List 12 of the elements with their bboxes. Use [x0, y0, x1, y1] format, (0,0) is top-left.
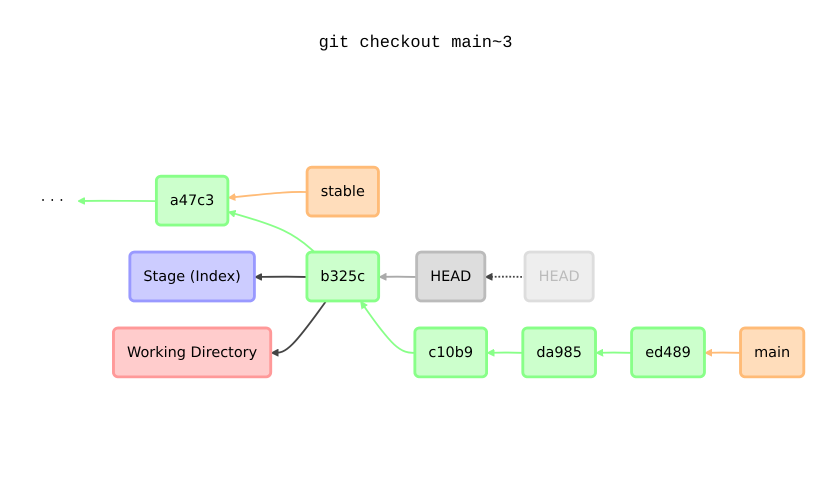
arrow [486, 349, 524, 358]
node-text: · · · [40, 192, 64, 210]
diagram-title: git checkout main~3 [318, 34, 512, 53]
arrow [270, 301, 327, 358]
arrow [596, 349, 632, 358]
arrow [228, 210, 316, 254]
arrow [254, 273, 308, 282]
arrow [77, 197, 157, 206]
arrow [360, 302, 416, 354]
arrow [704, 349, 742, 358]
arrow [378, 273, 418, 282]
arrow [228, 192, 308, 202]
